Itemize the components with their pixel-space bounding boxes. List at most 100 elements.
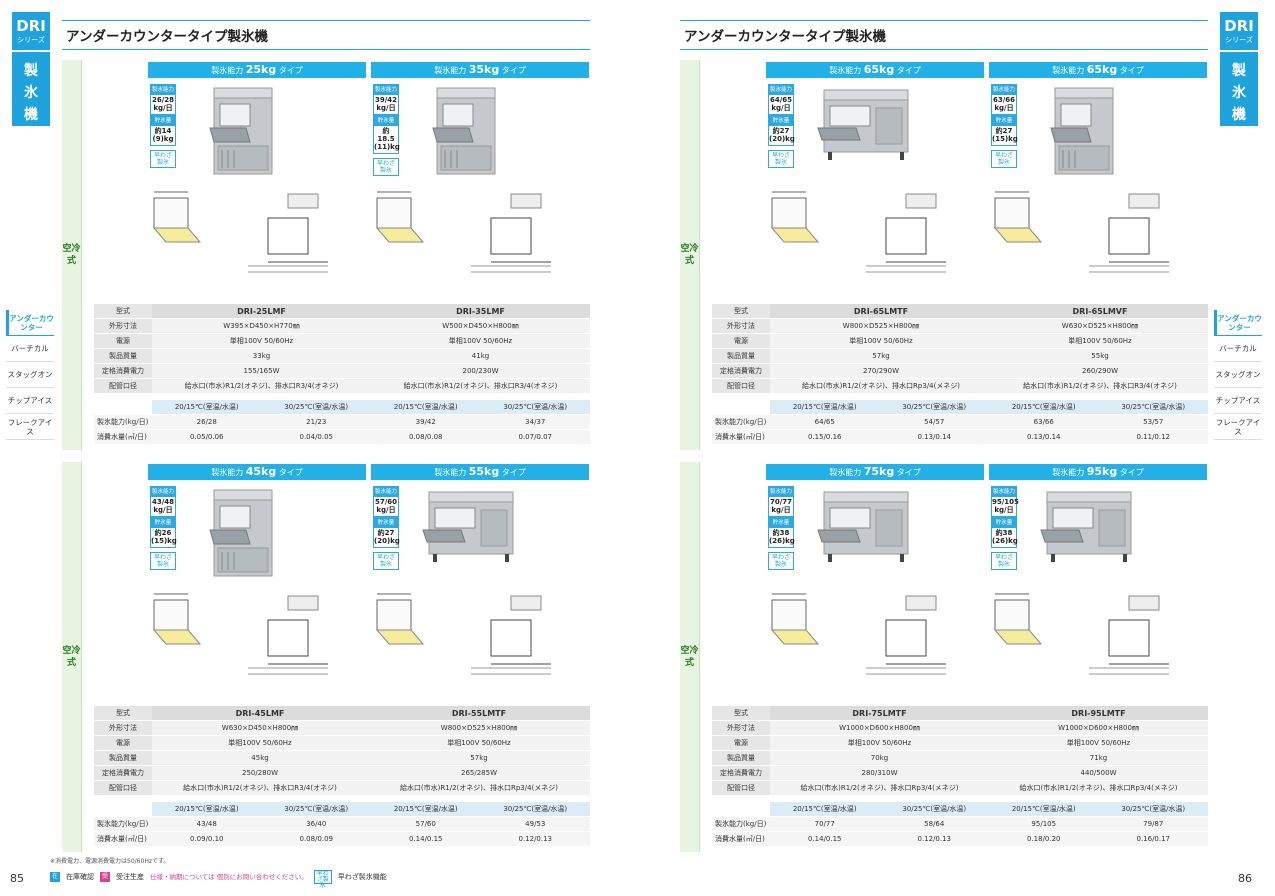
badge-storage-value: 約27 (20)kg — [768, 125, 795, 146]
ice-machine-image — [208, 486, 278, 582]
dimension-drawing — [766, 584, 984, 696]
badge-capacity-value: 57/60 kg/日 — [373, 496, 399, 517]
dimension-drawing — [989, 182, 1207, 294]
badge-capacity-value: 43/48 kg/日 — [150, 496, 176, 517]
category-tab: 製氷機 — [12, 52, 50, 126]
product-section: 空冷式 製氷能力 45kg タイプ 製氷能力 43/48 kg/日 貯氷量 約2… — [62, 462, 590, 852]
model-a: DRI-65LMTF — [770, 304, 992, 319]
dimension-drawing — [148, 182, 366, 294]
badge-capacity-value: 26/28 kg/日 — [150, 94, 176, 115]
capacity-bar: 製氷能力 65kg タイプ — [766, 62, 984, 78]
badge-storage-value: 約27 (20)kg — [373, 527, 400, 548]
quick-ice-badge: 早わざ製氷 — [150, 552, 176, 570]
badge-capacity-value: 39/42 kg/日 — [373, 94, 399, 115]
side-nav: アンダーカウンターバーチカルスタッグオンチップアイスフレークアイス — [6, 310, 54, 440]
capacity-badges: 製氷能力 57/60 kg/日 貯氷量 約27 (20)kg 早わざ製氷 — [373, 486, 400, 570]
model-b: DRI-35LMF — [371, 304, 590, 319]
capacity-badges: 製氷能力 39/42 kg/日 貯氷量 約18.5 (11)kg 早わざ製氷 — [373, 84, 400, 176]
product-section: 空冷式 製氷能力 65kg タイプ 製氷能力 64/65 kg/日 貯氷量 約2… — [680, 60, 1208, 450]
product-column: 製氷能力 45kg タイプ 製氷能力 43/48 kg/日 貯氷量 約26 (1… — [148, 464, 366, 696]
nav-item[interactable]: チップアイス — [6, 388, 54, 414]
capacity-badges: 製氷能力 43/48 kg/日 貯氷量 約26 (15)kg 早わざ製氷 — [150, 486, 177, 570]
ice-machine-image — [421, 486, 521, 566]
page-number: 86 — [1238, 872, 1252, 885]
ice-machine-image — [1049, 84, 1119, 180]
nav-item[interactable]: フレークアイス — [6, 414, 54, 440]
badge-storage-value: 約38 (26)kg — [768, 527, 795, 548]
capacity-badges: 製氷能力 63/66 kg/日 貯氷量 約27 (15)kg 早わざ製氷 — [991, 84, 1018, 168]
dimension-drawing — [371, 584, 589, 696]
product-column: 製氷能力 55kg タイプ 製氷能力 57/60 kg/日 貯氷量 約27 (2… — [371, 464, 589, 696]
model-a: DRI-25LMF — [152, 304, 371, 319]
quick-ice-icon: 早わざ製氷 — [313, 870, 332, 889]
model-b: DRI-55LMTF — [367, 706, 590, 721]
badge-capacity-label: 製氷能力 — [991, 84, 1017, 94]
badge-storage-label: 貯氷量 — [991, 115, 1017, 125]
badge-storage-value: 約14 (9)kg — [150, 125, 176, 146]
badge-storage-value: 約18.5 (11)kg — [373, 125, 400, 154]
category-tab: 製氷機 — [1220, 52, 1258, 126]
capacity-bar: 製氷能力 35kg タイプ — [371, 62, 589, 78]
capacity-bar: 製氷能力 25kg タイプ — [148, 62, 366, 78]
nav-item[interactable]: バーチカル — [1214, 336, 1262, 362]
quick-ice-badge: 早わざ製氷 — [373, 552, 399, 570]
product-column: 製氷能力 65kg タイプ 製氷能力 63/66 kg/日 貯氷量 約27 (1… — [989, 62, 1207, 294]
dimension-drawing — [148, 584, 366, 696]
quick-ice-badge: 早わざ製氷 — [768, 552, 794, 570]
badge-storage-label: 貯氷量 — [768, 517, 794, 527]
nav-item[interactable]: バーチカル — [6, 336, 54, 362]
air-cooled-label: 空冷式 — [62, 462, 82, 852]
product-column: 製氷能力 35kg タイプ 製氷能力 39/42 kg/日 貯氷量 約18.5 … — [371, 62, 589, 294]
dimension-drawing — [371, 182, 589, 294]
badge-storage-value: 約27 (15)kg — [991, 125, 1018, 146]
side-nav: アンダーカウンターバーチカルスタッグオンチップアイスフレークアイス — [1214, 310, 1262, 440]
product-column: 製氷能力 95kg タイプ 製氷能力 95/105 kg/日 貯氷量 約38 (… — [989, 464, 1207, 696]
badge-storage-label: 貯氷量 — [373, 115, 399, 125]
air-cooled-label: 空冷式 — [680, 462, 700, 852]
nav-item[interactable]: スタッグオン — [1214, 362, 1262, 388]
ice-machine-image — [431, 84, 501, 180]
page-title: アンダーカウンタータイプ製氷機 — [680, 20, 1208, 50]
model-b: DRI-95LMTF — [989, 706, 1208, 721]
quick-ice-badge: 早わざ製氷 — [991, 552, 1017, 570]
performance-table: 20/15℃(室温/水温)30/25℃(室温/水温)20/15℃(室温/水温)3… — [94, 802, 590, 847]
page-number: 85 — [10, 872, 24, 885]
performance-table: 20/15℃(室温/水温)30/25℃(室温/水温)20/15℃(室温/水温)3… — [712, 802, 1208, 847]
badge-storage-label: 貯氷量 — [768, 115, 794, 125]
capacity-badges: 製氷能力 70/77 kg/日 貯氷量 約38 (26)kg 早わざ製氷 — [768, 486, 795, 570]
capacity-bar: 製氷能力 45kg タイプ — [148, 464, 366, 480]
dimension-drawing — [989, 584, 1207, 696]
nav-item[interactable]: アンダーカウンター — [6, 310, 54, 336]
capacity-badges: 製氷能力 26/28 kg/日 貯氷量 約14 (9)kg 早わざ製氷 — [150, 84, 176, 168]
quick-ice-badge: 早わざ製氷 — [150, 150, 176, 168]
badge-storage-value: 約26 (15)kg — [150, 527, 177, 548]
model-a: DRI-75LMTF — [770, 706, 989, 721]
product-column: 製氷能力 75kg タイプ 製氷能力 70/77 kg/日 貯氷量 約38 (2… — [766, 464, 984, 696]
stock-icon: 在 — [50, 872, 60, 882]
dimension-drawing — [766, 182, 984, 294]
nav-item[interactable]: スタッグオン — [6, 362, 54, 388]
badge-capacity-label: 製氷能力 — [150, 486, 176, 496]
badge-storage-label: 貯氷量 — [150, 115, 176, 125]
ice-machine-image — [1039, 486, 1139, 566]
page-title: アンダーカウンタータイプ製氷機 — [62, 20, 590, 50]
nav-item[interactable]: フレークアイス — [1214, 414, 1262, 440]
quick-ice-badge: 早わざ製氷 — [768, 150, 794, 168]
capacity-bar: 製氷能力 75kg タイプ — [766, 464, 984, 480]
quick-ice-badge: 早わざ製氷 — [991, 150, 1017, 168]
badge-capacity-label: 製氷能力 — [768, 84, 794, 94]
product-column: 製氷能力 25kg タイプ 製氷能力 26/28 kg/日 貯氷量 約14 (9… — [148, 62, 366, 294]
ice-machine-image — [816, 486, 916, 566]
capacity-bar: 製氷能力 65kg タイプ — [989, 62, 1207, 78]
badge-storage-label: 貯氷量 — [150, 517, 176, 527]
nav-item[interactable]: アンダーカウンター — [1214, 310, 1262, 336]
nav-item[interactable]: チップアイス — [1214, 388, 1262, 414]
model-b: DRI-65LMVF — [992, 304, 1208, 319]
